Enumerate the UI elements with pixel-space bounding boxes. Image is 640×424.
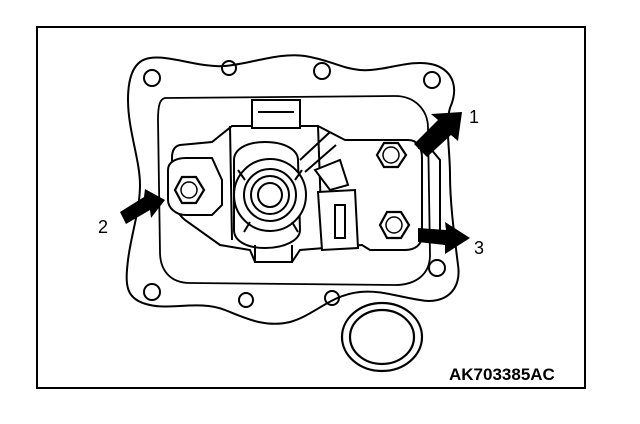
gasket-hole <box>313 62 331 80</box>
gasket-hole <box>324 290 340 306</box>
gasket-hole <box>221 60 237 76</box>
arrow-icon <box>120 189 165 224</box>
sensor-body <box>233 140 307 250</box>
outlet-pipe <box>340 301 424 373</box>
connector-top <box>229 99 323 241</box>
gasket-hole <box>143 283 161 301</box>
gasket-holes <box>143 60 446 308</box>
gasket-inner-outline <box>157 95 431 286</box>
gasket-hole <box>238 292 254 308</box>
gasket-hole <box>143 69 161 87</box>
bolt-icon <box>173 175 206 205</box>
arrow-icon <box>418 222 470 254</box>
callout-number-3: 3 <box>474 238 484 258</box>
gasket-hole <box>423 71 441 89</box>
bolt-3 <box>378 210 411 240</box>
arrow-icon <box>414 112 462 157</box>
bolt-1 <box>375 141 408 169</box>
bolt-icon <box>375 141 408 169</box>
bolt-icon <box>378 210 411 240</box>
callout-number-1: 1 <box>469 107 479 127</box>
sensor-stem <box>254 245 293 263</box>
bolt-2 <box>173 175 206 205</box>
side-bracket <box>299 131 360 252</box>
gasket-hole <box>428 259 446 277</box>
diagram-frame <box>36 26 586 389</box>
figure-code: AK703385AC <box>449 365 555 384</box>
gasket-outer-outline <box>125 54 460 325</box>
callout-number-2: 2 <box>98 217 108 237</box>
